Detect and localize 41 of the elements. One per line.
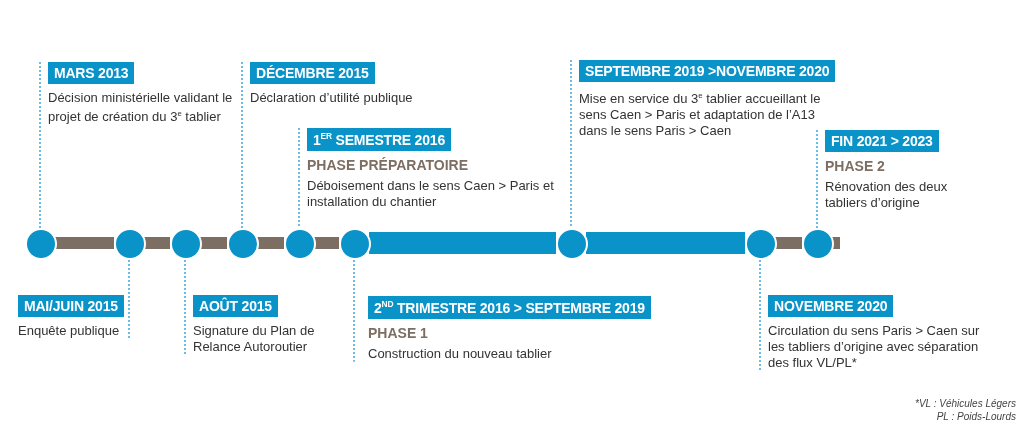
date-tag: 1$^{ER}$ SEMESTRE 2016 (307, 128, 451, 151)
description-text: Décision ministérielle validant le projet de création du 3$^{e}$ tablier (48, 90, 234, 126)
description-text: Signature du Plan de Relance Autoroutier (193, 323, 316, 355)
description-text: Déboisement dans le sens Caen > Paris et installation du chantier (307, 177, 555, 210)
leader-line (353, 259, 355, 363)
leader-line (128, 259, 130, 340)
timeline-bar (314, 237, 339, 249)
leader-line (298, 127, 300, 229)
timeline-bar (586, 232, 745, 254)
timeline-bar (55, 237, 114, 249)
phase-heading: PHASE 2 (825, 158, 886, 174)
date-tag: SEPTEMBRE 2019 >NOVEMBRE 2020 (579, 60, 836, 82)
leader-line (759, 259, 761, 372)
leader-line (570, 59, 572, 229)
description-text: Déclaration d’utilité publique (250, 90, 414, 106)
description-text: Construction du nouveau tablier (368, 345, 553, 362)
footnote-text: *VL : Véhicules Légers (915, 398, 1016, 409)
timeline-bar (775, 237, 802, 249)
date-tag: NOVEMBRE 2020 (768, 295, 894, 317)
timeline-bar (144, 237, 170, 249)
leader-line (184, 259, 186, 356)
leader-line (241, 61, 243, 229)
leader-line (816, 129, 818, 229)
description-text: Circulation du sens Paris > Caen sur les tabliers d’origine avec séparation des flux VL/PL* (768, 323, 981, 371)
timeline-bar (200, 237, 227, 249)
date-tag: 2$^{ND}$ TRIMESTRE 2016 > SEPTEMBRE 2019 (368, 296, 651, 319)
footnote-text: PL : Poids-Lourds (936, 411, 1016, 422)
timeline-bar (257, 237, 284, 249)
leader-line (39, 61, 41, 229)
phase-heading: PHASE 1 (368, 324, 429, 341)
date-tag: MAI/JUIN 2015 (18, 295, 124, 317)
date-tag: DÉCEMBRE 2015 (250, 62, 375, 84)
description-text: Mise en service du 3$^{e}$ tablier accueillant le sens Caen > Paris et adaptation de l’A13 dans le sens Paris > Caen (579, 90, 822, 140)
timeline-bar (369, 232, 556, 254)
date-tag: FIN 2021 > 2023 (825, 130, 939, 152)
timeline-dot (556, 228, 588, 260)
phase-heading: PHASE PRÉPARATOIRE (307, 156, 470, 173)
description-text: Enquête publique (18, 323, 121, 339)
date-tag: AOÛT 2015 (193, 295, 278, 317)
date-tag: MARS 2013 (48, 62, 135, 84)
description-text: Rénovation des deux tabliers d’origine (825, 179, 949, 211)
